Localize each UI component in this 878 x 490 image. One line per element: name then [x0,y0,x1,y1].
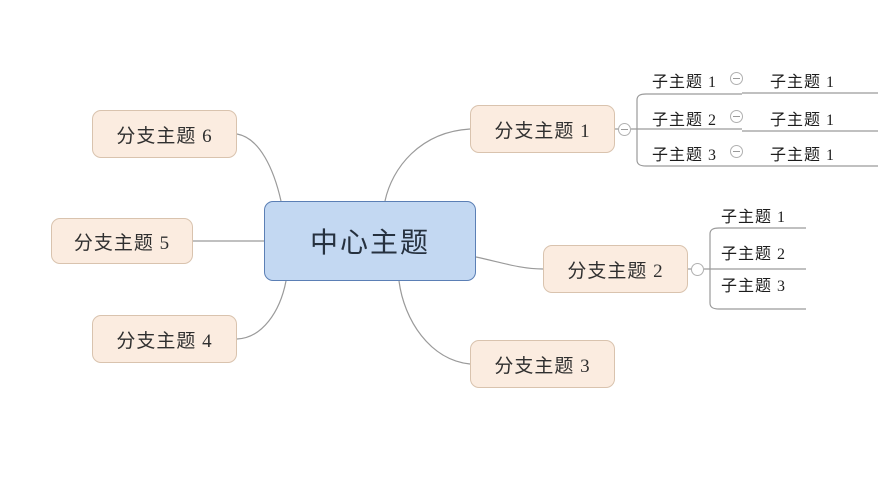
subtopic-b1-1[interactable]: 子主题 1 [652,74,718,91]
collapse-minus-icon-b1-3[interactable] [730,145,743,158]
connector-center-branch4 [236,280,287,340]
central-topic-label: 中心主题 [309,228,430,259]
collapse-minus-icon-b1-2[interactable] [730,110,743,123]
branch-topic-4-label: 分支主题 4 [116,330,213,352]
subtopic-b2-3[interactable]: 子主题 3 [721,278,787,295]
branch-topic-5-label: 分支主题 5 [73,232,171,254]
subtopic-b1-1-child[interactable]: 子主题 1 [770,74,836,91]
subtopic-b1-3-child[interactable]: 子主题 1 [770,147,836,164]
collapse-minus-icon-branch1[interactable] [618,123,631,136]
connector-center-branch3 [398,280,471,365]
branch-topic-6-label: 分支主题 6 [116,125,213,147]
subtopic-b1-2[interactable]: 子主题 2 [652,112,718,129]
subtopic-b2-1[interactable]: 子主题 1 [721,209,787,226]
branch-topic-1-label: 分支主题 1 [494,120,591,142]
central-topic[interactable]: 中心主题 [264,201,476,281]
connector-center-branch2 [475,256,544,270]
connector-center-branch1 [384,128,471,202]
branch-topic-3[interactable]: 分支主题 3 [470,340,615,388]
branch-topic-5[interactable]: 分支主题 5 [51,218,193,264]
branch-topic-2-label: 分支主题 2 [567,260,664,282]
branch-topic-6[interactable]: 分支主题 6 [92,110,237,158]
branch-topic-4[interactable]: 分支主题 4 [92,315,237,363]
subtopic-b2-2[interactable]: 子主题 2 [721,246,787,263]
collapse-minus-icon-b1-1[interactable] [730,72,743,85]
subtopic-b1-2-child[interactable]: 子主题 1 [770,112,836,129]
connector-center-branch6 [236,133,282,202]
subtopic-b1-3[interactable]: 子主题 3 [652,147,718,164]
branch-topic-1[interactable]: 分支主题 1 [470,105,615,153]
branch-topic-3-label: 分支主题 3 [494,355,591,377]
collapse-circle-icon-branch2[interactable] [691,263,704,276]
branch-topic-2[interactable]: 分支主题 2 [543,245,688,293]
